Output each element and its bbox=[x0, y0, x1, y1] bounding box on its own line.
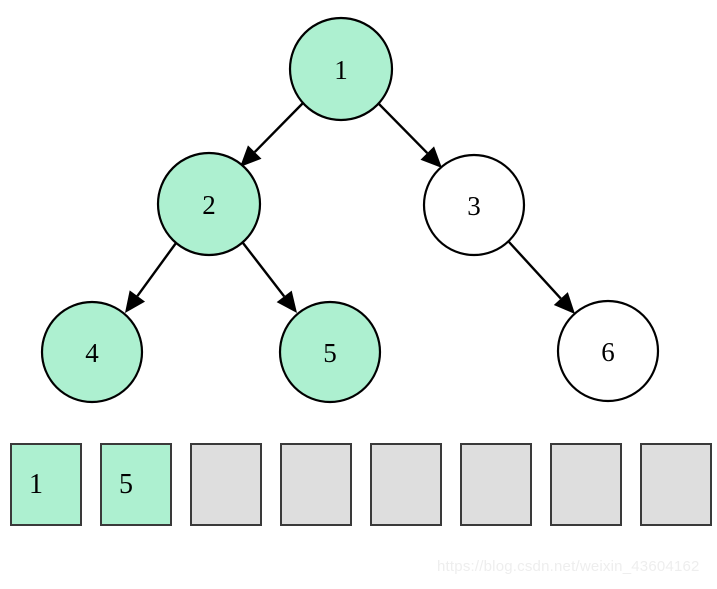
tree-edge-n2-to-n4 bbox=[136, 242, 177, 297]
tree-node-label-1: 1 bbox=[334, 55, 348, 85]
array-cell-3[interactable] bbox=[280, 443, 352, 526]
tree-node-4[interactable]: 4 bbox=[40, 300, 144, 404]
array-cell-7[interactable] bbox=[640, 443, 712, 526]
tree-node-label-3: 3 bbox=[467, 191, 481, 221]
tree-node-circle-1[interactable] bbox=[288, 16, 394, 122]
tree-node-3[interactable]: 3 bbox=[422, 153, 526, 257]
arrowhead-icon-n3-to-n6 bbox=[553, 292, 575, 314]
tree-node-6[interactable]: 6 bbox=[556, 299, 660, 403]
tree-node-circle-5[interactable] bbox=[278, 300, 382, 404]
tree-node-circle-6[interactable] bbox=[556, 299, 660, 403]
array-cell-value-1: 5 bbox=[119, 468, 133, 500]
tree-node-label-5: 5 bbox=[323, 338, 337, 368]
arrowhead-icon-n1-to-n3 bbox=[420, 146, 442, 168]
tree-node-1[interactable]: 1 bbox=[288, 16, 394, 122]
tree-node-circle-2[interactable] bbox=[156, 151, 262, 257]
arrowhead-icon-n2-to-n4 bbox=[125, 290, 146, 313]
arrowhead-icon-n1-to-n2 bbox=[240, 145, 262, 167]
tree-edge-n3-to-n6 bbox=[508, 241, 562, 300]
tree-edge-n1-to-n2 bbox=[253, 102, 304, 153]
array-cell-0[interactable]: 1 bbox=[10, 443, 82, 526]
tree-node-label-4: 4 bbox=[85, 338, 99, 368]
tree-node-5[interactable]: 5 bbox=[278, 300, 382, 404]
watermark-text: https://blog.csdn.net/weixin_43604162 bbox=[437, 558, 700, 575]
array-cell-2[interactable] bbox=[190, 443, 262, 526]
tree-edge-n2-to-n5 bbox=[242, 242, 286, 298]
tree-edge-n1-to-n3 bbox=[378, 103, 429, 154]
tree-node-2[interactable]: 2 bbox=[156, 151, 262, 257]
array-cell-6[interactable] bbox=[550, 443, 622, 526]
array-cell-4[interactable] bbox=[370, 443, 442, 526]
array-cell-1[interactable]: 5 bbox=[100, 443, 172, 526]
tree-node-circle-4[interactable] bbox=[40, 300, 144, 404]
tree-edges-group bbox=[125, 102, 575, 314]
array-cell-value-0: 1 bbox=[29, 468, 43, 500]
tree-node-circle-3[interactable] bbox=[422, 153, 526, 257]
tree-node-label-2: 2 bbox=[202, 190, 216, 220]
array-cell-5[interactable] bbox=[460, 443, 532, 526]
tree-nodes-group: 1 2 3 4 5 6 bbox=[40, 16, 660, 404]
arrowhead-icon-n2-to-n5 bbox=[276, 290, 297, 313]
tree-node-label-6: 6 bbox=[601, 337, 615, 367]
